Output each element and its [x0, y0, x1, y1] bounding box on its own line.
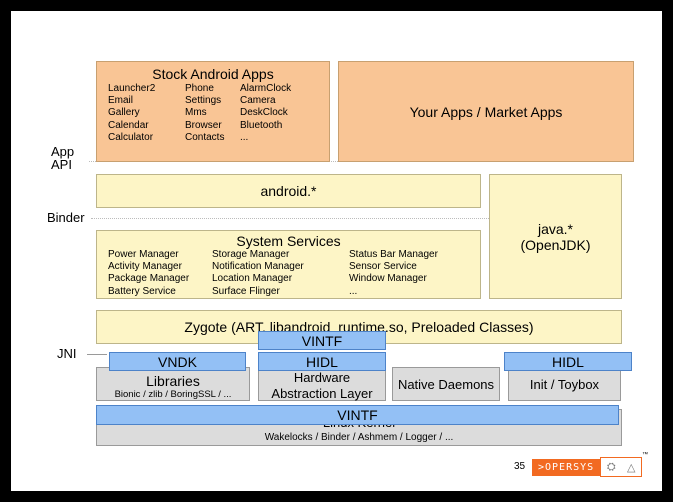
service-item: Activity Manager	[108, 261, 182, 273]
logo-icons: ⛭ △	[600, 457, 643, 477]
service-item: ...	[349, 285, 358, 297]
libraries-subtitle: Bionic / zlib / BoringSSL / ...	[114, 389, 232, 400]
app-item: Gallery	[108, 107, 140, 119]
opersys-logo-word: >OPERSYS	[532, 458, 601, 476]
app-item: DeskClock	[240, 107, 288, 119]
service-item: Power Manager	[108, 249, 179, 260]
system-services-box: System Services Power Manager Activity M…	[96, 230, 481, 299]
system-services-col-3: Status Bar Manager Sensor Service Window…	[349, 249, 438, 298]
libraries-title: Libraries	[146, 373, 200, 389]
binder-label: Binder	[47, 210, 85, 225]
jni-label: JNI	[57, 346, 77, 361]
app-item: Phone	[185, 83, 214, 94]
java-box: java.* (OpenJDK)	[489, 174, 622, 299]
app-item: Launcher2	[108, 83, 156, 94]
app-api-label-line-2: API	[51, 157, 72, 172]
system-services-title: System Services	[236, 233, 341, 249]
binder-separator	[91, 218, 489, 219]
android-framework-box: android.*	[96, 174, 481, 208]
stock-apps-col-3: AlarmClock Camera DeskClock Bluetooth ..…	[240, 83, 291, 144]
hidl-hal-box: HIDL	[258, 352, 386, 371]
service-item: Package Manager	[108, 273, 190, 285]
app-item: AlarmClock	[240, 83, 292, 94]
service-item: Notification Manager	[212, 261, 304, 273]
service-item: Storage Manager	[212, 249, 290, 260]
linux-kernel-subtitle: Wakelocks / Binder / Ashmem / Logger / .…	[264, 432, 454, 443]
app-item: Email	[108, 95, 134, 107]
system-services-col-1: Power Manager Activity Manager Package M…	[108, 249, 189, 298]
app-item: Mms	[185, 107, 207, 119]
page-number: 35	[514, 461, 526, 472]
jni-separator	[87, 354, 107, 355]
java-label: java.*	[537, 220, 574, 237]
app-item: Calculator	[108, 131, 154, 143]
slide: App API Binder JNI Stock Android Apps La…	[11, 11, 662, 491]
app-item: Camera	[240, 95, 276, 107]
openjdk-label: (OpenJDK)	[520, 236, 591, 253]
vintf-bottom-box: VINTF	[96, 405, 619, 425]
app-item: Browser	[185, 119, 222, 131]
app-api-label-line-1: App	[51, 144, 75, 159]
trademark-mark: ™	[642, 452, 649, 458]
android-icon: ⛭	[606, 460, 616, 473]
service-item: Sensor Service	[349, 261, 417, 273]
hidl-init-box: HIDL	[504, 352, 632, 371]
app-item: Calendar	[108, 119, 149, 131]
libraries-box: Libraries Bionic / zlib / BoringSSL / ..…	[96, 367, 250, 401]
your-apps-box: Your Apps / Market Apps	[338, 61, 634, 162]
hal-box: Hardware Abstraction Layer	[258, 367, 386, 401]
native-daemons-box: Native Daemons	[392, 367, 500, 401]
tux-icon: △	[627, 461, 636, 474]
vndk-box: VNDK	[109, 352, 246, 371]
stock-android-apps-title: Stock Android Apps	[152, 66, 274, 82]
app-item: Settings	[185, 95, 222, 107]
vintf-top-box: VINTF	[258, 331, 386, 350]
init-toybox-box: Init / Toybox	[508, 367, 621, 401]
service-item: Status Bar Manager	[349, 249, 438, 260]
service-item: Window Manager	[349, 273, 427, 285]
app-item: Bluetooth	[240, 119, 283, 131]
stock-android-apps-box: Stock Android Apps Launcher2 Email Galle…	[96, 61, 330, 162]
opersys-logo: >OPERSYS ⛭ △ ™	[532, 452, 648, 477]
app-api-label: App API	[51, 145, 74, 171]
stock-apps-col-2: Phone Settings Mms Browser Contacts	[185, 83, 224, 144]
service-item: Location Manager	[212, 273, 293, 285]
service-item: Battery Service	[108, 285, 176, 297]
app-item: Contacts	[185, 131, 225, 143]
hal-title-line-2: Abstraction Layer	[271, 386, 373, 401]
service-item: Surface Flinger	[212, 285, 280, 297]
stock-apps-col-1: Launcher2 Email Gallery Calendar Calcula…	[108, 83, 155, 144]
app-item: ...	[240, 131, 249, 143]
system-services-col-2: Storage Manager Notification Manager Loc…	[212, 249, 304, 298]
hal-title-line-1: Hardware	[293, 370, 351, 385]
